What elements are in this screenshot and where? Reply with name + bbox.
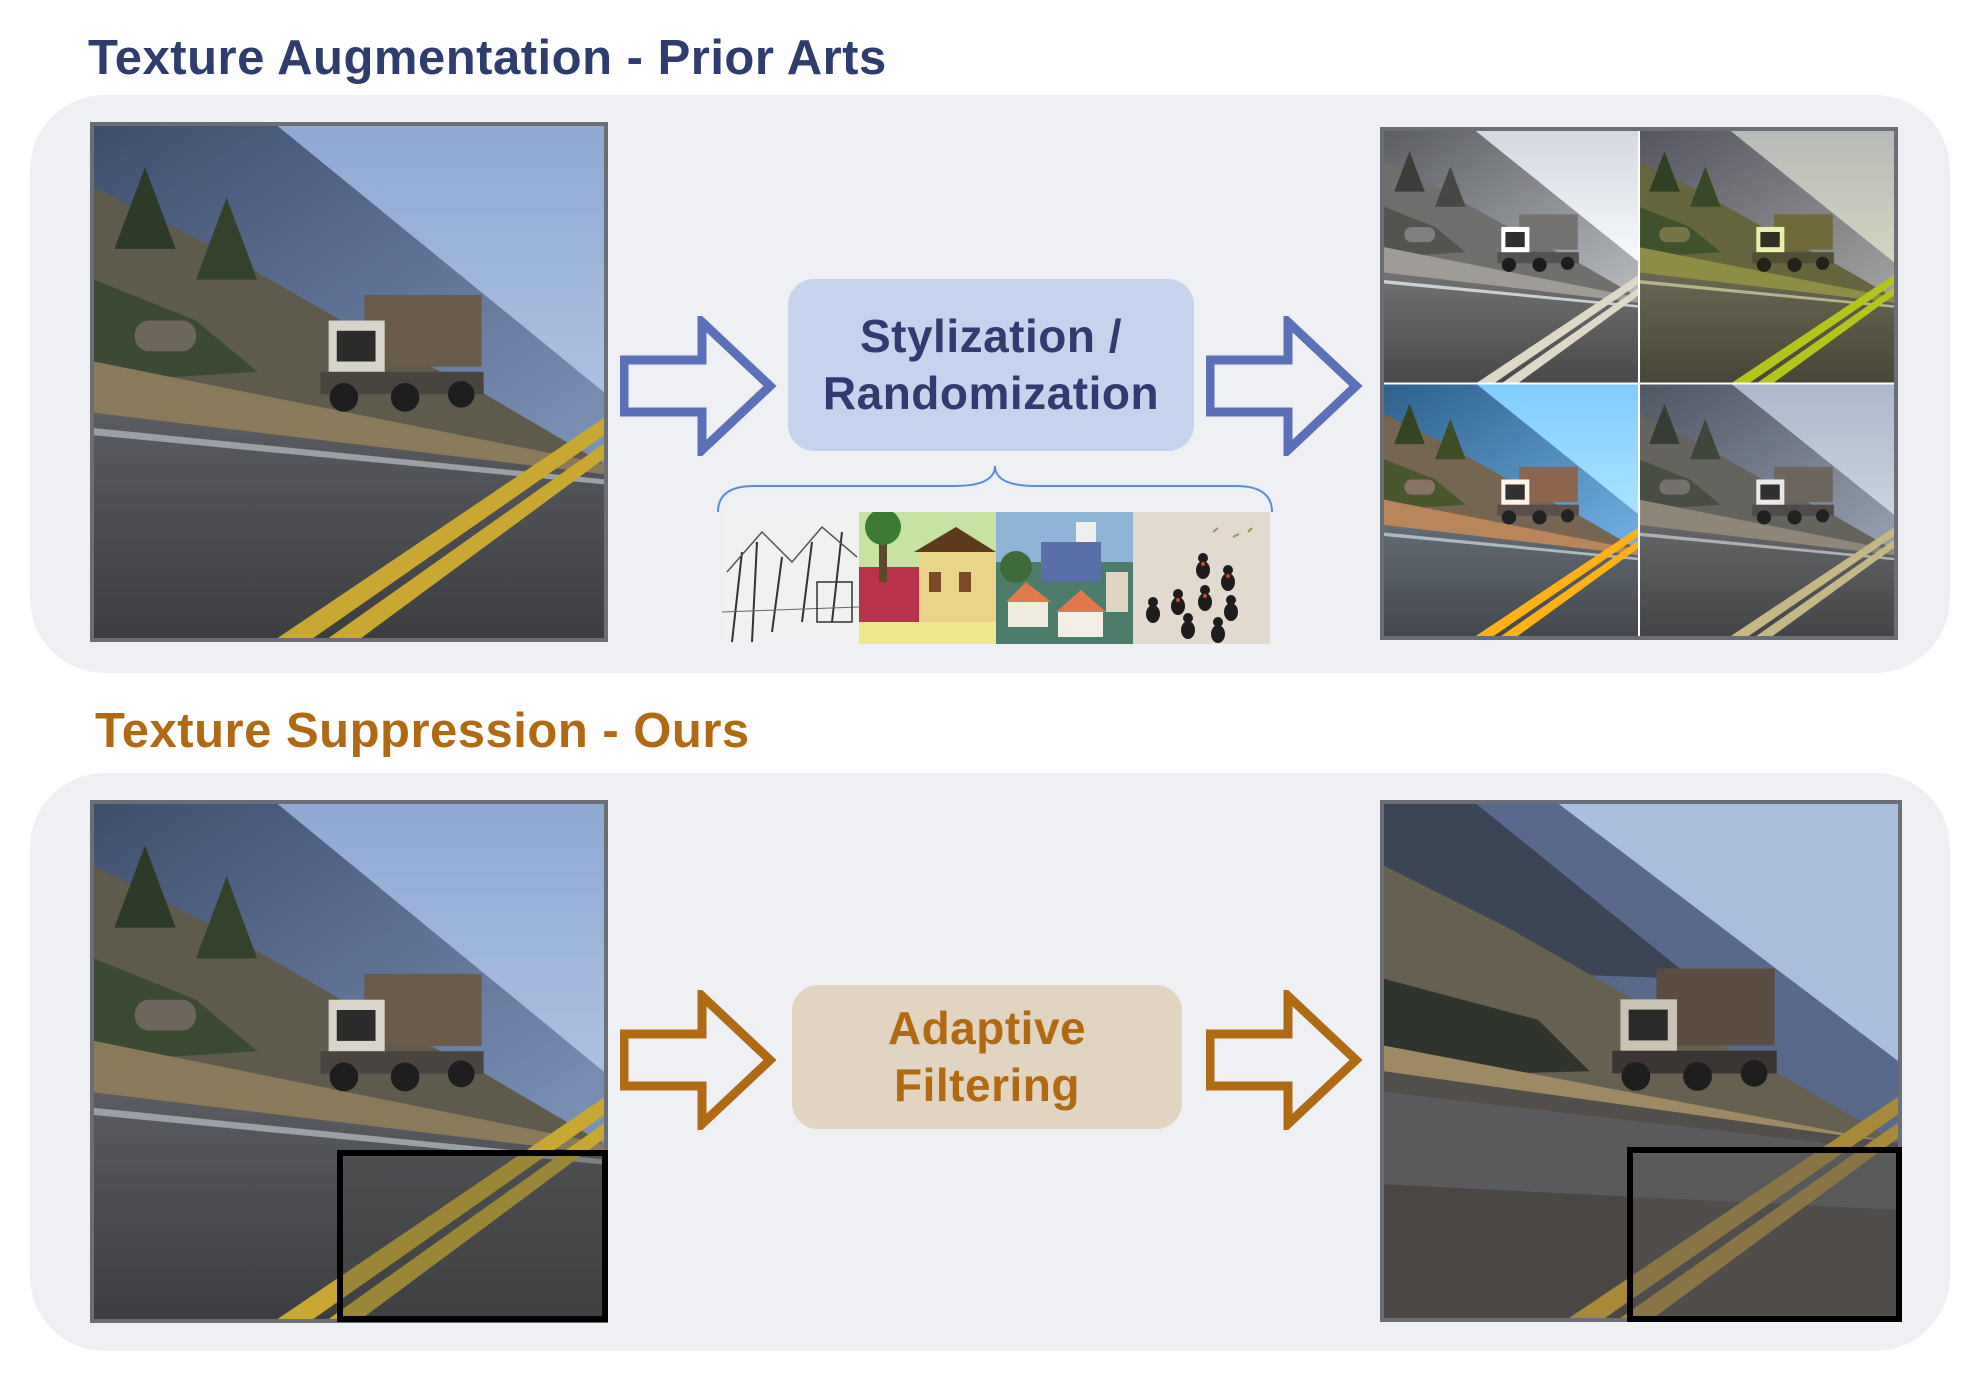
style-asian-building-thumbnail [859,512,996,644]
zoom-inset-box [337,1150,608,1322]
stylization-randomization-box: Stylization / Randomization [788,279,1194,451]
process-label-line1: Stylization / [859,310,1123,362]
adaptive-filtering-box: Adaptive Filtering [792,985,1182,1129]
hollow-right-arrow-icon [1206,990,1366,1130]
section-title-texture-suppression: Texture Suppression - Ours [95,704,750,758]
hollow-right-arrow-icon [620,990,780,1130]
curly-brace-icon [714,462,1276,514]
style-village-painting-thumbnail [996,512,1133,644]
input-image-top [90,122,608,642]
process-label-line2: Filtering [894,1059,1080,1111]
process-label-line2: Randomization [822,367,1160,419]
hollow-right-arrow-icon [1206,316,1366,456]
hollow-right-arrow-icon [620,316,780,456]
style-cats-thumbnail [1133,512,1270,644]
stylized-output-grid [1380,127,1898,640]
section-title-texture-augmentation: Texture Augmentation - Prior Arts [88,31,887,85]
process-label-line1: Adaptive [887,1002,1087,1054]
zoom-inset-box [1627,1147,1902,1322]
style-sketch-thumbnail [722,512,859,644]
